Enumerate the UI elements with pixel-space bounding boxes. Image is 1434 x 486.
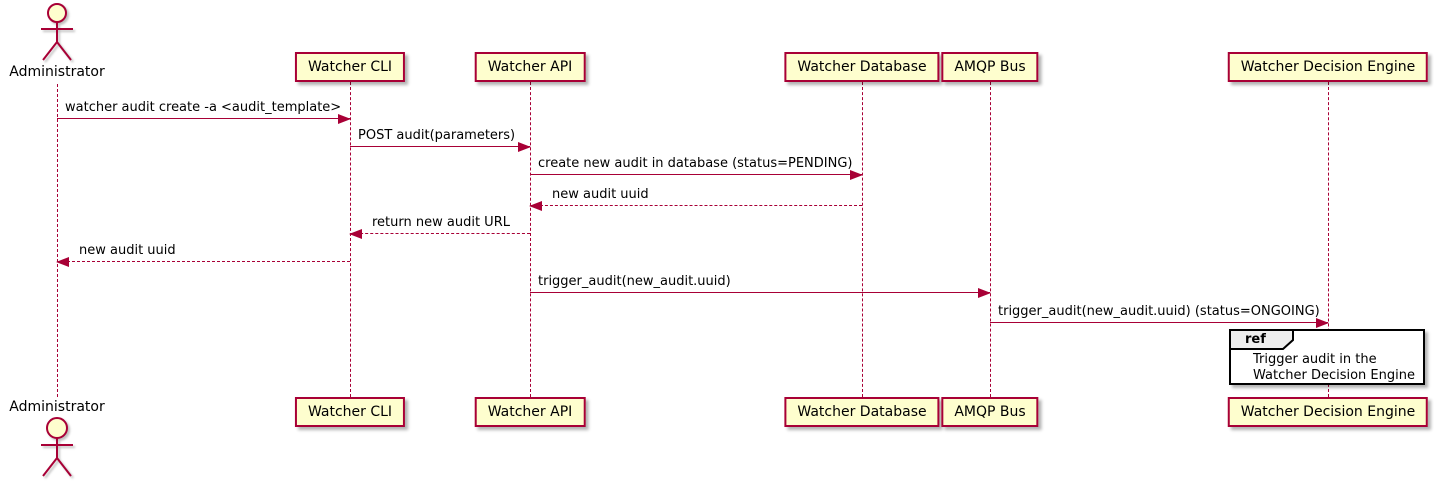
message-line bbox=[530, 205, 862, 206]
ref-tab-icon bbox=[1229, 329, 1297, 354]
ref-fragment: ref Trigger audit in the Watcher Decisio… bbox=[1229, 329, 1425, 385]
message-trigger-audit-ongoing: trigger_audit(new_audit.uuid) (status=ON… bbox=[990, 303, 1329, 328]
participant-watcher-cli-bottom: Watcher CLI bbox=[294, 397, 406, 427]
lifeline-watcher-database bbox=[862, 82, 863, 397]
message-line bbox=[350, 233, 530, 234]
ref-text-line: Trigger audit in the bbox=[1253, 352, 1377, 367]
message-label: new audit uuid bbox=[552, 187, 649, 202]
message-new-audit-uuid-cli: new audit uuid bbox=[56, 242, 350, 267]
arrow-right-icon bbox=[978, 288, 991, 298]
arrow-right-icon bbox=[850, 170, 863, 180]
message-line bbox=[57, 261, 350, 262]
arrow-left-icon bbox=[56, 257, 69, 267]
message-label: create new audit in database (status=PEN… bbox=[538, 156, 853, 171]
arrow-right-icon bbox=[338, 114, 351, 124]
message-line bbox=[990, 322, 1328, 323]
arrow-left-icon bbox=[529, 201, 542, 211]
message-label: trigger_audit(new_audit.uuid) bbox=[538, 274, 731, 289]
participant-watcher-decision-engine-top: Watcher Decision Engine bbox=[1227, 52, 1429, 82]
message-label: POST audit(parameters) bbox=[358, 128, 516, 143]
participant-watcher-database-bottom: Watcher Database bbox=[784, 397, 940, 427]
participant-watcher-database-top: Watcher Database bbox=[784, 52, 940, 82]
message-label: new audit uuid bbox=[79, 243, 176, 258]
lifeline-watcher-cli bbox=[350, 82, 351, 397]
participant-watcher-api-top: Watcher API bbox=[474, 52, 586, 82]
message-create-audit-db: create new audit in database (status=PEN… bbox=[530, 155, 863, 180]
participant-amqp-bus-top: AMQP Bus bbox=[941, 52, 1039, 82]
message-post-audit: POST audit(parameters) bbox=[350, 127, 531, 152]
message-label: trigger_audit(new_audit.uuid) (status=ON… bbox=[998, 304, 1320, 319]
ref-keyword: ref bbox=[1245, 332, 1266, 347]
ref-text-line: Watcher Decision Engine bbox=[1253, 368, 1415, 383]
message-new-audit-uuid-db: new audit uuid bbox=[529, 186, 862, 211]
participant-watcher-api-bottom: Watcher API bbox=[474, 397, 586, 427]
lifeline-watcher-decision-engine bbox=[1328, 82, 1329, 397]
message-audit-create: watcher audit create -a <audit_template> bbox=[57, 99, 351, 124]
arrow-right-icon bbox=[518, 142, 531, 152]
actor-administrator-figure-top bbox=[37, 2, 77, 68]
message-line bbox=[530, 292, 990, 293]
arrow-right-icon bbox=[1316, 318, 1329, 328]
participant-watcher-decision-engine-bottom: Watcher Decision Engine bbox=[1227, 397, 1429, 427]
message-trigger-audit: trigger_audit(new_audit.uuid) bbox=[530, 273, 991, 298]
message-line bbox=[57, 118, 350, 119]
actor-administrator-label-top: Administrator bbox=[9, 64, 105, 80]
actor-administrator-label-bottom: Administrator bbox=[9, 399, 105, 415]
message-label: return new audit URL bbox=[372, 215, 510, 230]
arrow-left-icon bbox=[349, 229, 362, 239]
message-line bbox=[350, 146, 530, 147]
lifeline-administrator bbox=[57, 84, 58, 397]
participant-watcher-cli-top: Watcher CLI bbox=[294, 52, 406, 82]
participant-amqp-bus-bottom: AMQP Bus bbox=[941, 397, 1039, 427]
message-return-audit-url: return new audit URL bbox=[349, 214, 530, 239]
lifeline-amqp-bus bbox=[990, 82, 991, 397]
actor-administrator-figure-bottom bbox=[37, 416, 77, 484]
message-label: watcher audit create -a <audit_template> bbox=[65, 100, 342, 115]
message-line bbox=[530, 174, 862, 175]
lifeline-watcher-api bbox=[530, 82, 531, 397]
